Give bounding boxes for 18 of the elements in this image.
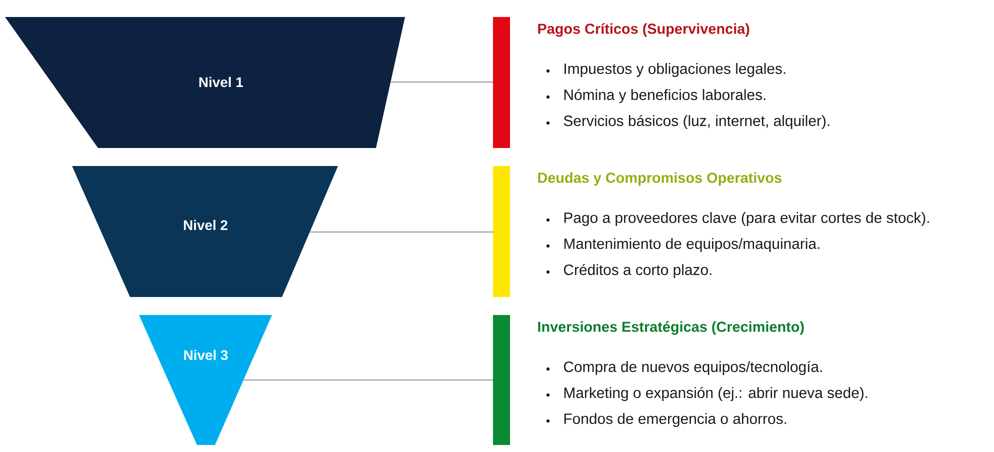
bullet-item: Compra de nuevos equipos/tecnología.	[546, 360, 822, 376]
funnel-level: Nivel 1	[5, 17, 405, 148]
bullet-item: Servicios básicos (luz, internet, alquiler).	[546, 114, 830, 130]
bullet-item: Créditos a corto plazo.	[546, 264, 712, 278]
connector-line	[310, 231, 493, 233]
bullet-item: Pago a proveedores clave (para evitar cortes de stock).	[546, 212, 929, 226]
connector-line	[390, 81, 493, 83]
bullet-item: Impuestos y obligaciones legales.	[546, 63, 786, 77]
bullet-item: Marketing o expansión (ej.: abrir nueva sede).	[546, 386, 868, 402]
section-heading: Deudas y Compromisos Operativos	[538, 172, 782, 186]
funnel-level: Nivel 2	[72, 166, 338, 297]
connector-line	[244, 379, 493, 381]
section-heading: Inversiones Estratégicas (Crecimiento)	[538, 321, 804, 335]
funnel-level: Nivel 3	[139, 315, 272, 445]
bullet-item: Fondos de emergencia o ahorros.	[546, 413, 786, 427]
bullet-item: Nómina y beneficios laborales.	[546, 88, 766, 104]
section-heading: Pagos Críticos (Supervivencia)	[538, 23, 750, 37]
bullet-item: Mantenimiento de equipos/maquinaria.	[546, 238, 820, 252]
